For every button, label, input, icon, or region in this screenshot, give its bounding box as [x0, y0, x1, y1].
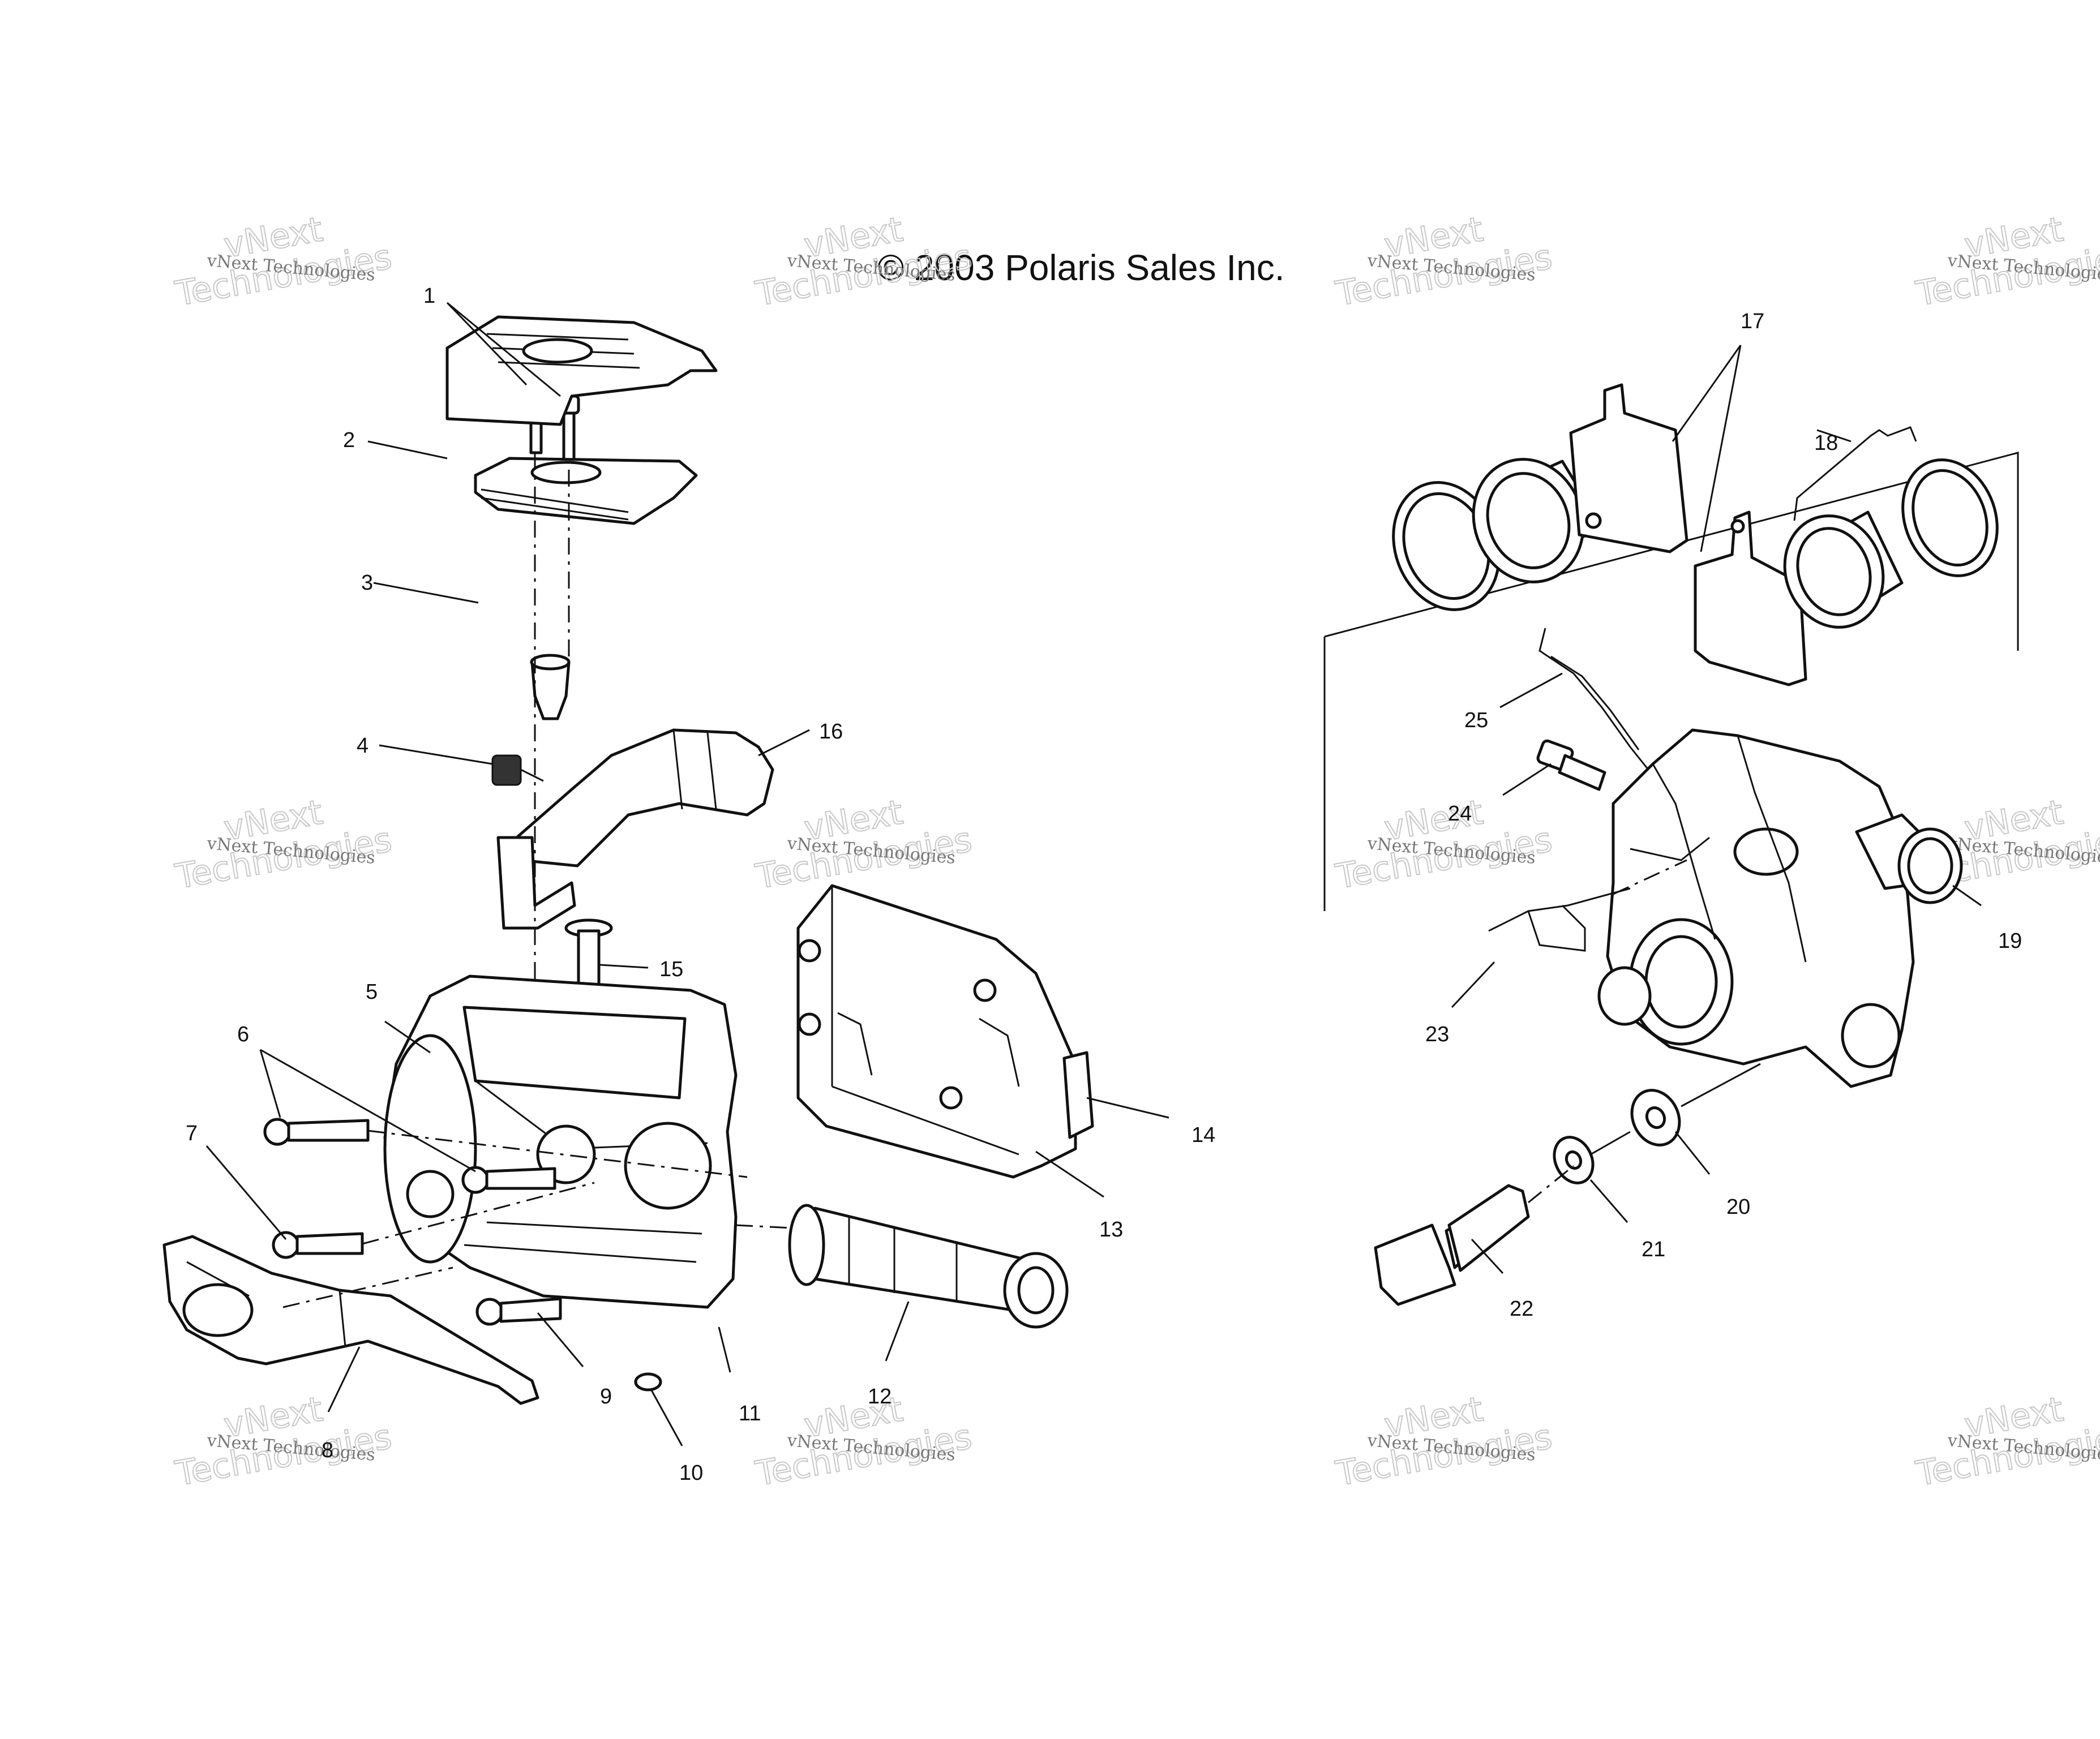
- leader-lines: [205, 302, 1982, 1446]
- callout-8: 8: [322, 1439, 333, 1462]
- callout-1: 1: [423, 284, 435, 308]
- callout-3: 3: [361, 571, 373, 595]
- callout-18: 18: [1814, 431, 1838, 455]
- part-parking-lever: [502, 728, 774, 868]
- part-brake-line: [1538, 628, 1654, 776]
- callout-10: 10: [679, 1461, 703, 1485]
- part-mounting-bolt: [1374, 1184, 1530, 1306]
- callout-24: 24: [1448, 802, 1472, 826]
- part-bleeder-fitting: [1062, 1051, 1094, 1139]
- part-brake-lever: [162, 1235, 539, 1405]
- callout-9: 9: [600, 1385, 612, 1409]
- callout-20: 20: [1726, 1195, 1750, 1219]
- callout-22: 22: [1510, 1297, 1533, 1321]
- callout-19: 19: [1998, 929, 2022, 953]
- part-reservoir-housing: [796, 884, 1077, 1179]
- part-lever-screw: [272, 1231, 364, 1259]
- part-caliper-piston-right: [1783, 510, 1904, 629]
- part-washer: [634, 1372, 662, 1392]
- callout-labels: 1 2 3 4 5 6 7 8 9 10 11 12 13 14 15 16 1…: [186, 284, 2022, 1485]
- part-caliper-boot: [1855, 813, 1963, 904]
- callout-21: 21: [1642, 1238, 1665, 1261]
- part-clamp-screws: [263, 1118, 556, 1194]
- part-caliper-piston-left: [1472, 458, 1604, 583]
- callout-14: 14: [1192, 1123, 1215, 1147]
- callout-7: 7: [186, 1122, 198, 1145]
- callout-6: 6: [237, 1023, 249, 1046]
- callout-11: 11: [739, 1402, 761, 1425]
- part-brake-pads: [1569, 383, 1807, 686]
- master-cylinder-assembly: [162, 315, 1094, 1405]
- callout-23: 23: [1425, 1023, 1449, 1046]
- callout-13: 13: [1099, 1218, 1123, 1242]
- callout-15: 15: [659, 957, 683, 981]
- callout-16: 16: [819, 720, 843, 744]
- callout-2: 2: [343, 428, 355, 452]
- part-reservoir-cover: [445, 315, 718, 426]
- part-spring: [491, 754, 544, 786]
- part-piston: [788, 1204, 1069, 1329]
- callout-17: 17: [1741, 310, 1764, 333]
- callout-12: 12: [868, 1385, 892, 1409]
- callout-25: 25: [1464, 709, 1488, 732]
- caliper-assembly: [1323, 383, 2019, 1306]
- callout-5: 5: [366, 980, 378, 1004]
- part-bleeder-valve: [1536, 739, 1606, 791]
- callout-4: 4: [357, 734, 368, 758]
- part-pivot-screw: [475, 1297, 562, 1326]
- part-retaining-clip: [1488, 887, 1631, 952]
- copyright-title: © 2003 Polaris Sales Inc.: [877, 247, 1285, 288]
